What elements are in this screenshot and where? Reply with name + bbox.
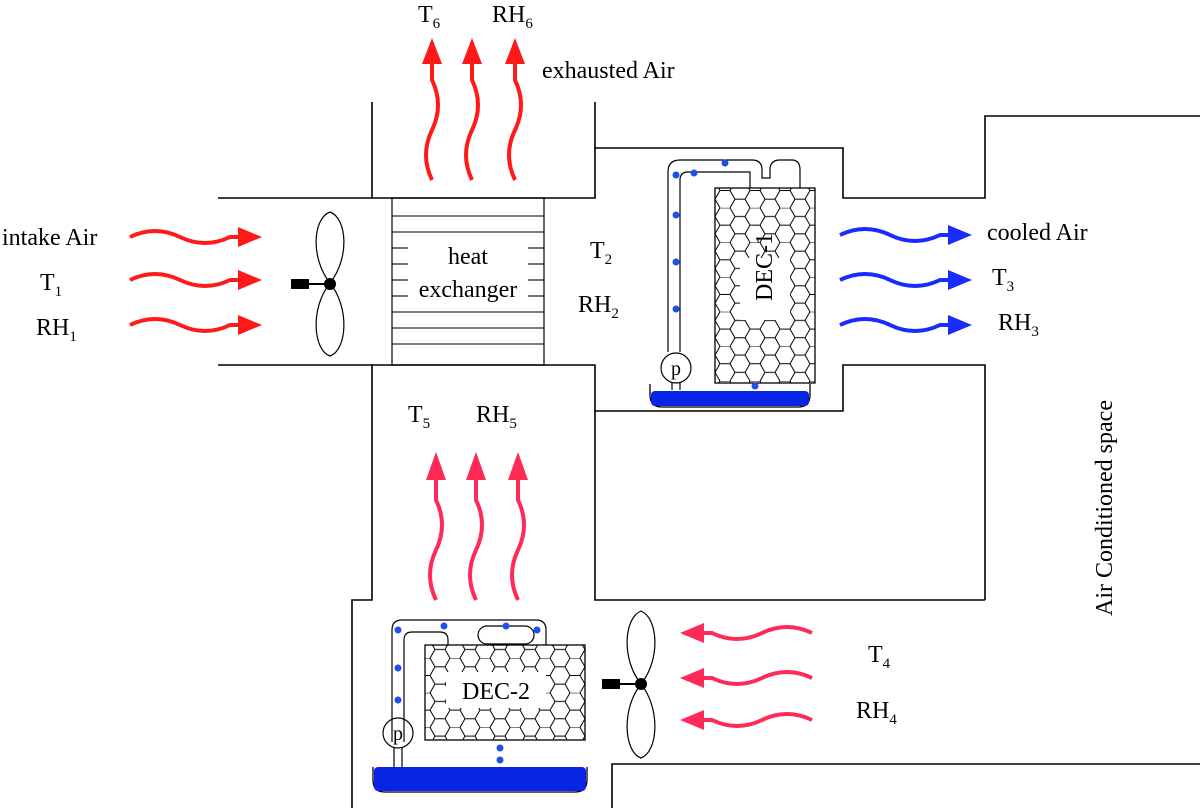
fan-blade-top [626, 610, 656, 685]
dec-1-water [651, 391, 809, 406]
dec-1-pipe-outer [667, 159, 801, 352]
dec-2-outlet-arrowheads [426, 452, 528, 480]
intake-fan [291, 211, 345, 357]
heat-exchanger: heat exchanger [391, 197, 545, 366]
intake-air-arrows [129, 229, 240, 333]
heat-exchanger-label-line2: exchanger [419, 277, 518, 303]
rh6-label: RH6 [492, 2, 533, 32]
rh4-label: RH4 [856, 698, 897, 728]
dec-2-label-bg [446, 672, 546, 708]
return-channel-walls [594, 411, 985, 601]
heat-exchanger-label-bg [410, 236, 526, 308]
dec-2-water [374, 767, 586, 791]
rh5-label: RH5 [476, 402, 517, 432]
fan-motor [602, 679, 620, 689]
fan-blade-bottom [626, 683, 656, 759]
dec-2-pipe-outer [391, 619, 547, 742]
fan-hub [324, 278, 336, 290]
fan-blade-top [315, 211, 345, 284]
dec-1-pump [660, 352, 692, 384]
dec-1-label: DEC-1 [752, 233, 778, 301]
exhaust-chimney-right-wall [594, 102, 1200, 199]
cooled-air-label: cooled Air [987, 220, 1088, 246]
return-fan [602, 610, 656, 759]
dec-2-pump-label: p [393, 723, 403, 745]
t4-label: T4 [868, 642, 891, 672]
t1-label: T1 [40, 270, 62, 300]
rh1-label: RH1 [36, 315, 77, 345]
dec-2-pipe-inner [403, 631, 449, 742]
dec-2-pump [382, 717, 414, 749]
t6-label: T6 [418, 2, 441, 32]
exhausted-air-label: exhausted Air [542, 58, 675, 84]
dec-1-pump-label: p [671, 358, 681, 380]
exhaust-arrowheads [422, 38, 525, 64]
dec-2-outlet-arrows [428, 478, 526, 601]
duct-walls [218, 102, 1200, 808]
rh2-label: RH2 [578, 292, 619, 322]
cooled-arrowheads [948, 225, 972, 335]
t5-label: T5 [408, 402, 430, 432]
heat-exchanger-top-wall [372, 148, 596, 199]
air-conditioned-space-label: Air Conditioned space [1092, 400, 1118, 616]
heat-exchanger-bottom-wall [372, 364, 986, 600]
dec-2-unit: p DEC-2 [372, 619, 588, 793]
return-arrowheads [680, 623, 704, 730]
fan-motor [291, 279, 309, 289]
dec-1-label-bg [740, 258, 790, 320]
fan-blade-bottom [315, 282, 345, 357]
rh3-label: RH3 [998, 310, 1039, 340]
intake-duct-top-wall [218, 102, 373, 199]
dec-1-droplets [672, 159, 759, 390]
dec-2-reservoir [372, 767, 588, 793]
intake-arrowheads [238, 227, 262, 335]
dec-1-unit: p DEC-1 [649, 159, 816, 408]
cooled-air-arrows [839, 227, 950, 333]
intake-air-label: intake Air [2, 225, 97, 251]
bottom-duct-wall [611, 763, 1200, 808]
dec-2-droplets [394, 622, 541, 764]
heat-exchanger-plates [392, 215, 544, 345]
dec-1-reservoir [649, 384, 811, 408]
heat-exchanger-body [391, 197, 545, 366]
return-air-arrows [702, 625, 813, 728]
heat-exchanger-label-line1: heat [448, 244, 488, 270]
dec-1-pipe-inner [679, 171, 751, 352]
t2-label: T2 [590, 238, 612, 268]
dec-2-label: DEC-2 [462, 679, 530, 705]
fan-hub [635, 678, 647, 690]
exhaust-air-arrows [424, 62, 523, 181]
t3-label: T3 [992, 265, 1014, 295]
intake-duct-bottom-wall [218, 364, 373, 808]
